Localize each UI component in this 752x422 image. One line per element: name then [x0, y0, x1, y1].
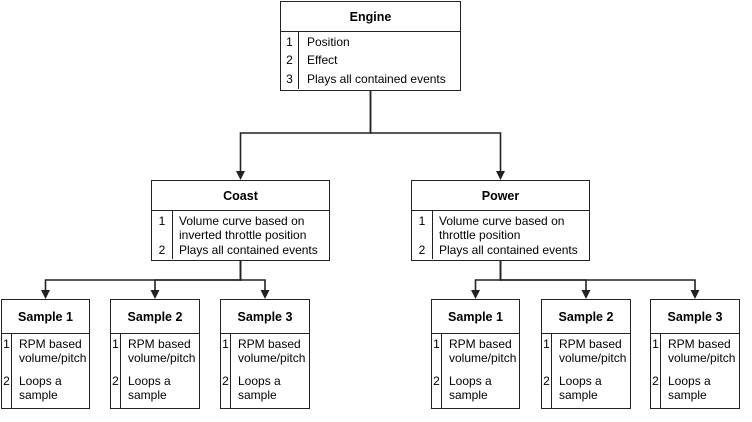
node-item: 2 Effect [281, 51, 460, 70]
item-text: Volume curve based on inverted throttle … [179, 214, 307, 242]
item-text: Loops a sample [449, 374, 492, 402]
item-text: Volume curve based on throttle position [439, 214, 565, 242]
item-text: RPM based volume/pitch [668, 337, 736, 365]
item-text: Loops a sample [559, 374, 602, 402]
node-title: Sample 2 [542, 300, 630, 334]
arrowhead-icon [581, 290, 591, 299]
node-item: 1 Position [281, 32, 460, 51]
node-title: Sample 3 [651, 300, 739, 334]
item-number: 2 [651, 372, 661, 408]
edge-coast-to-coast-sample-2 [154, 261, 242, 292]
node-title: Sample 2 [111, 300, 199, 334]
node-title: Coast [152, 181, 329, 211]
item-number: 2 [152, 241, 173, 259]
arrowhead-icon [150, 290, 160, 299]
item-number: 1 [432, 334, 442, 372]
edge-coast-to-coast-sample-1 [44, 261, 242, 292]
item-text: RPM based volume/pitch [559, 337, 627, 365]
item-text: Position [307, 35, 350, 49]
item-number: 2 [542, 372, 552, 408]
item-number: 2 [221, 372, 231, 408]
edge-coast-to-coast-sample-3 [239, 261, 266, 292]
edge-engine-to-coast [239, 91, 372, 173]
node-title: Sample 1 [2, 300, 89, 334]
item-number: 2 [412, 241, 433, 259]
arrowhead-icon [496, 171, 505, 180]
item-number: 1 [542, 334, 552, 372]
item-number: 3 [281, 70, 299, 89]
item-text: Loops a sample [128, 374, 171, 402]
item-number: 2 [281, 51, 299, 70]
arrowhead-icon [690, 290, 700, 299]
item-text: RPM based volume/pitch [238, 337, 306, 365]
item-text: Plays all contained events [439, 243, 578, 257]
edge-power-to-power-sample-2 [499, 261, 587, 292]
edge-engine-to-power [369, 91, 502, 173]
item-number: 1 [651, 334, 661, 372]
node-item: 2 Plays all contained events [412, 241, 589, 259]
item-number: 1 [152, 211, 173, 241]
arrowhead-icon [41, 290, 50, 299]
edge-power-to-power-sample-1 [474, 261, 502, 292]
arrowhead-icon [471, 290, 480, 299]
item-number: 2 [111, 372, 121, 408]
item-text: RPM based volume/pitch [19, 337, 87, 365]
item-number: 1 [111, 334, 121, 372]
item-text: Loops a sample [19, 374, 62, 402]
item-text: Plays all contained events [307, 72, 446, 86]
item-text: RPM based volume/pitch [449, 337, 517, 365]
item-number: 1 [2, 334, 12, 372]
node-title: Power [412, 181, 589, 211]
item-number: 2 [2, 372, 12, 408]
item-text: Effect [307, 53, 338, 67]
node-title: Sample 3 [221, 300, 309, 334]
arrowhead-icon [236, 171, 245, 180]
edge-power-to-power-sample-3 [499, 261, 696, 292]
item-number: 1 [281, 32, 299, 51]
item-number: 1 [412, 211, 433, 241]
item-number: 1 [221, 334, 231, 372]
node-item: 3 Plays all contained events [281, 70, 460, 89]
node-item: 2 Plays all contained events [152, 241, 329, 259]
item-text: RPM based volume/pitch [128, 337, 196, 365]
arrowhead-icon [260, 290, 270, 299]
item-number: 2 [432, 372, 442, 408]
item-text: Loops a sample [238, 374, 281, 402]
item-text: Plays all contained events [179, 243, 318, 257]
item-text: Loops a sample [668, 374, 711, 402]
node-title: Engine [281, 2, 460, 32]
node-title: Sample 1 [432, 300, 519, 334]
